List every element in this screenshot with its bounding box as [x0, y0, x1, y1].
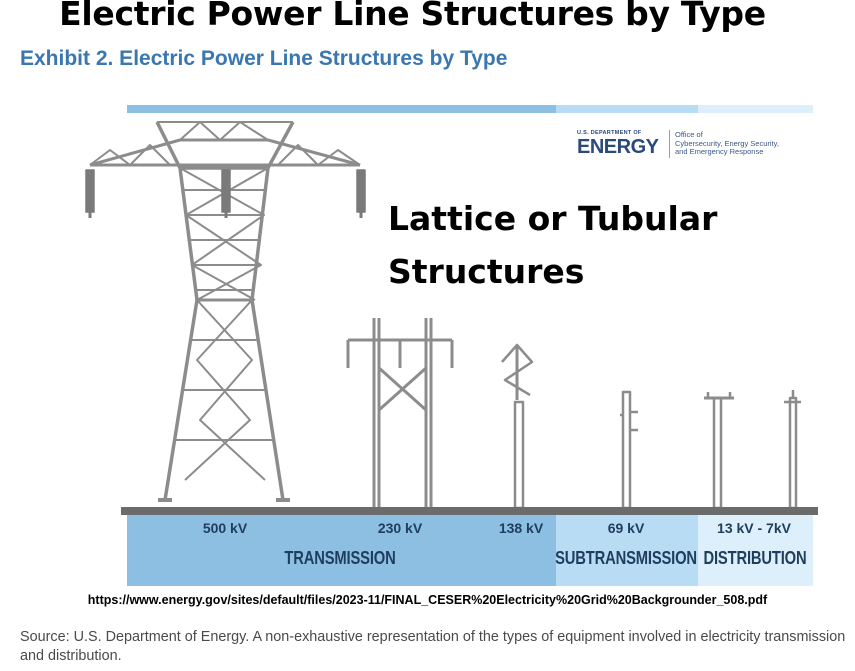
doe-logo-wordmark: ENERGY: [577, 136, 659, 158]
top-band-subtransmission: [556, 105, 698, 113]
doe-office-line: Cybersecurity, Energy Security,: [675, 138, 779, 148]
voltage-label-500kv: 500 kV: [202, 520, 248, 536]
top-color-band: [127, 105, 813, 113]
pole-69kv: [620, 390, 638, 510]
tower-138kv: [501, 343, 534, 510]
doe-office-line: Office of: [675, 130, 703, 139]
category-label-subtransmission: SUBTRANSMISSION: [555, 548, 697, 568]
top-band-distribution: [698, 105, 813, 113]
doe-logo-dept: U.S. DEPARTMENT OF: [577, 130, 642, 136]
doe-office-line: and Emergency Response: [675, 147, 764, 156]
voltage-label-69kv: 69 kV: [607, 520, 645, 536]
ground-line: [121, 507, 818, 515]
category-bar-distribution: [698, 514, 813, 586]
page-title: Electric Power Line Structures by Type: [59, 0, 766, 33]
voltage-label-138kv: 138 kV: [498, 520, 544, 536]
source-caption: Source: U.S. Department of Energy. A non…: [20, 629, 846, 664]
insulator-center: [221, 169, 231, 213]
category-bar-subtransmission: [556, 514, 698, 586]
top-band-transmission: [127, 105, 556, 113]
category-label-distribution: DISTRIBUTION: [703, 548, 807, 568]
exhibit-title: Exhibit 2. Electric Power Line Structure…: [20, 47, 508, 70]
callout-line: Structures: [388, 252, 585, 291]
category-bar: [127, 514, 813, 586]
pole-13kv: [704, 392, 734, 510]
voltage-label-13-7kv: 13 kV - 7kV: [717, 520, 791, 536]
pole-7kv: [784, 390, 801, 510]
tower-230kv: [346, 318, 454, 508]
tower-500kv: [89, 121, 361, 502]
doe-logo-office: Office of Cybersecurity, Energy Security…: [675, 130, 815, 157]
source-url: https://www.energy.gov/sites/default/fil…: [87, 593, 768, 607]
insulator-right: [356, 169, 366, 213]
category-bar-transmission: [127, 514, 556, 586]
doe-logo-divider: [669, 130, 670, 158]
voltage-label-230kv: 230 kV: [377, 520, 423, 536]
power-line-structures-illustration: [85, 121, 801, 510]
category-label-transmission: TRANSMISSION: [284, 548, 396, 568]
callout-line: Lattice or Tubular: [388, 199, 718, 238]
insulator-left: [85, 169, 95, 213]
callout-text: Lattice or Tubular Structures: [388, 192, 768, 298]
